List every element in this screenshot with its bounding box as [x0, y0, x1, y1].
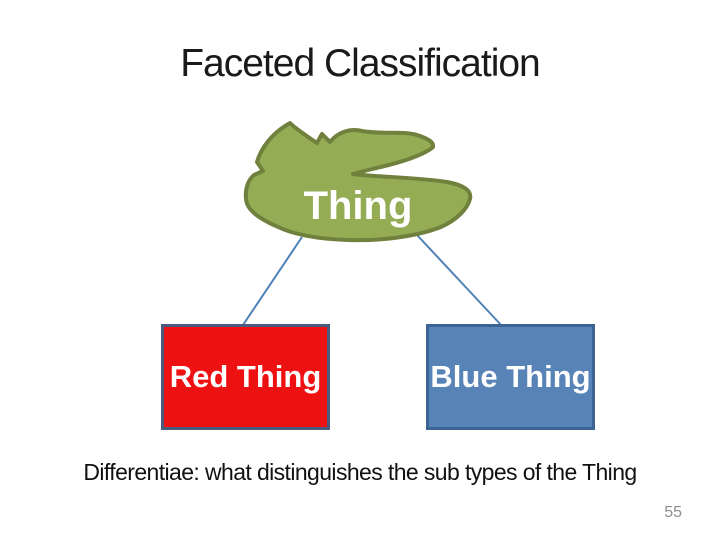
thing-blob-outline [243, 121, 473, 243]
red-thing-label: Red Thing [169, 359, 322, 394]
connector-thing-to-blue [416, 234, 503, 327]
page-number: 55 [664, 504, 682, 521]
red-thing-node: Red Thing [161, 324, 330, 430]
connector-thing-to-red [242, 236, 303, 326]
differentiae-caption: Differentiae: what distinguishes the sub… [83, 459, 637, 485]
blue-thing-node: Blue Thing [426, 324, 595, 430]
thing-node-label: Thing [303, 184, 413, 228]
thing-blob-shape [245, 123, 471, 241]
blue-thing-label: Blue Thing [430, 359, 591, 394]
slide-title: Faceted Classification [180, 42, 541, 85]
